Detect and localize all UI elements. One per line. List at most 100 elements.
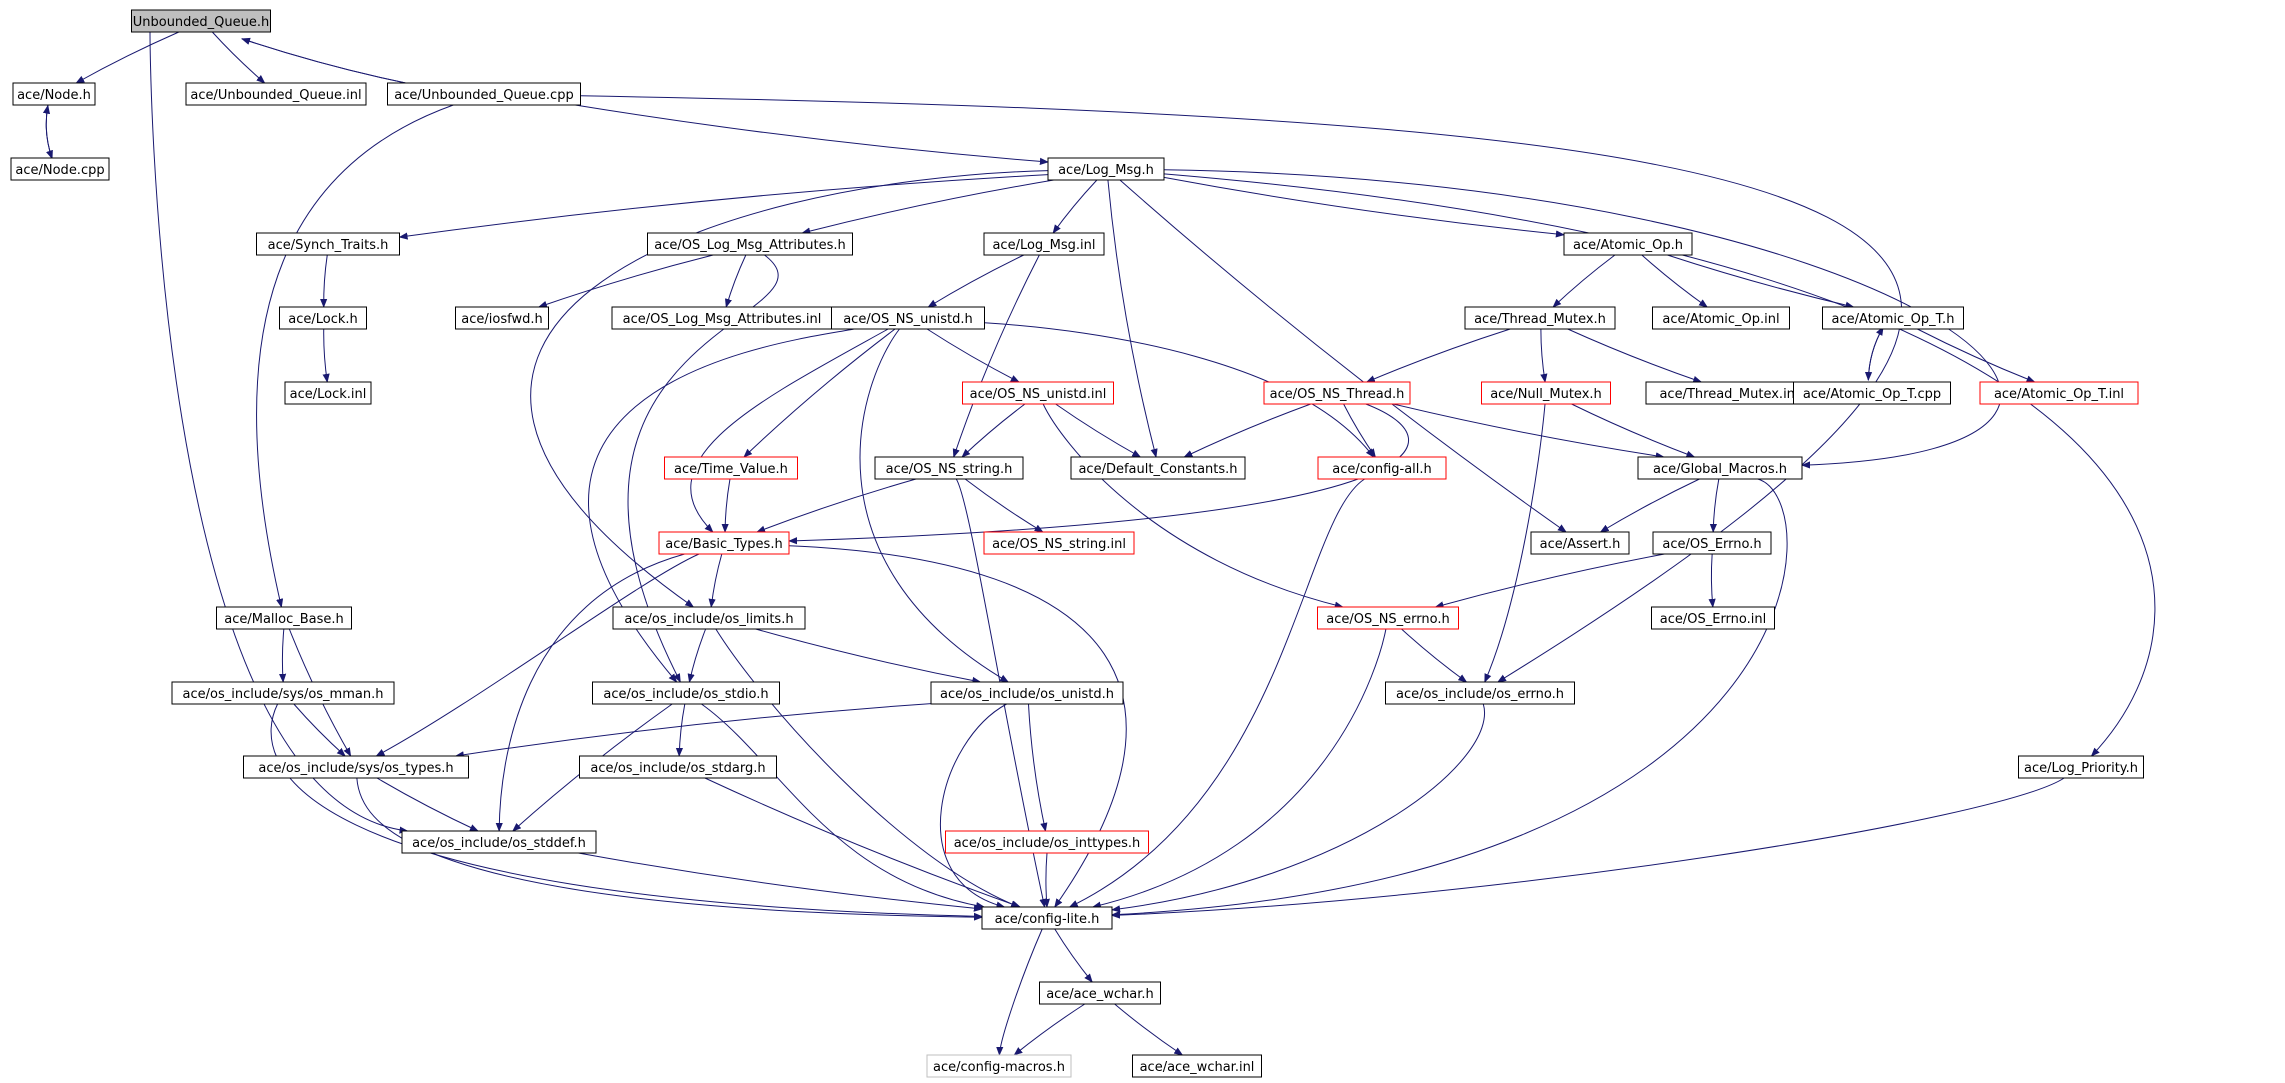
edge-os_log_msg_attributes_h-to-iosfwd_h <box>538 254 714 308</box>
node-unbounded-queue-h: Unbounded_Queue.h <box>131 9 271 33</box>
node-null-mutex-h[interactable]: ace/Null_Mutex.h <box>1481 381 1611 405</box>
node-atomic-op-t-h[interactable]: ace/Atomic_Op_T.h <box>1822 306 1964 330</box>
node-os-include-os-stdarg-h[interactable]: ace/os_include/os_stdarg.h <box>579 755 777 779</box>
node-iosfwd-h[interactable]: ace/iosfwd.h <box>455 306 549 330</box>
node-os-include-sys-os-mman-h[interactable]: ace/os_include/sys/os_mman.h <box>171 681 395 705</box>
edge-os_include_os_stdarg_h-to-config_lite_h <box>704 777 1021 908</box>
edge-atomic_op_h-to-atomic_op_t_h <box>1667 254 1855 309</box>
edge-basic_types_h-to-os_include_os_stddef_h <box>495 553 685 832</box>
node-label: ace/Atomic_Op_T.inl <box>1994 387 2124 402</box>
node-config-all-h[interactable]: ace/config-all.h <box>1317 456 1447 480</box>
node-os-ns-string-inl[interactable]: ace/OS_NS_string.inl <box>983 531 1135 555</box>
node-box <box>131 9 271 33</box>
node-log-msg-inl[interactable]: ace/Log_Msg.inl <box>983 232 1105 256</box>
node-os-include-os-unistd-h[interactable]: ace/os_include/os_unistd.h <box>930 681 1124 705</box>
edge-atomic_op_h-to-thread_mutex_h <box>1552 254 1616 308</box>
node-os-ns-string-h[interactable]: ace/OS_NS_string.h <box>874 456 1024 480</box>
node-unbounded-queue-inl[interactable]: ace/Unbounded_Queue.inl <box>185 82 367 106</box>
node-os-include-os-stdio-h[interactable]: ace/os_include/os_stdio.h <box>592 681 780 705</box>
node-os-include-os-limits-h[interactable]: ace/os_include/os_limits.h <box>612 606 806 630</box>
node-default-constants-h[interactable]: ace/Default_Constants.h <box>1070 456 1246 480</box>
node-thread-mutex-h[interactable]: ace/Thread_Mutex.h <box>1464 306 1616 330</box>
edge-global_macros_h-to-os_errno_h <box>1709 478 1720 533</box>
edge-os_ns_string_h-to-os_ns_string_inl <box>964 478 1044 533</box>
node-os-errno-h[interactable]: ace/OS_Errno.h <box>1652 531 1772 555</box>
node-label: Unbounded_Queue.h <box>133 15 270 30</box>
node-box <box>1039 981 1161 1005</box>
node-thread-mutex-inl[interactable]: ace/Thread_Mutex.inl <box>1645 381 1813 405</box>
node-os-ns-unistd-h[interactable]: ace/OS_NS_unistd.h <box>831 306 985 330</box>
node-box <box>455 306 549 330</box>
node-label: ace/Thread_Mutex.inl <box>1659 387 1798 402</box>
edge-os_ns_unistd_h-to-os_include_os_unistd_h <box>859 328 1010 683</box>
node-lock-h[interactable]: ace/Lock.h <box>279 306 367 330</box>
node-os-ns-thread-h[interactable]: ace/OS_NS_Thread.h <box>1263 381 1411 405</box>
node-ace-wchar-inl[interactable]: ace/ace_wchar.inl <box>1132 1054 1262 1078</box>
node-box <box>185 82 367 106</box>
node-atomic-op-t-inl[interactable]: ace/Atomic_Op_T.inl <box>1979 381 2139 405</box>
node-box <box>945 830 1149 854</box>
edge-os_include_os_limits_h-to-config_lite_h <box>715 628 1020 908</box>
node-config-macros-h[interactable]: ace/config-macros.h <box>926 1054 1072 1078</box>
node-box <box>1652 531 1772 555</box>
node-os-include-os-errno-h[interactable]: ace/os_include/os_errno.h <box>1385 681 1575 705</box>
node-box <box>930 681 1124 705</box>
node-node-h[interactable]: ace/Node.h <box>12 82 96 106</box>
node-label: ace/Assert.h <box>1540 537 1621 552</box>
node-assert-h[interactable]: ace/Assert.h <box>1530 531 1630 555</box>
edge-os_include_os_unistd_h-to-os_include_os_inttypes_h <box>1027 703 1048 832</box>
node-label: ace/Synch_Traits.h <box>268 238 389 253</box>
node-log-priority-h[interactable]: ace/Log_Priority.h <box>2018 755 2144 779</box>
node-label: ace/Atomic_Op_T.h <box>1832 312 1955 327</box>
node-box <box>1530 531 1630 555</box>
node-label: ace/OS_Log_Msg_Attributes.inl <box>623 312 822 327</box>
edge-os_ns_string_h-to-config_lite_h <box>955 478 1047 908</box>
node-label: ace/Default_Constants.h <box>1078 462 1237 477</box>
node-os-log-msg-attributes-inl[interactable]: ace/OS_Log_Msg_Attributes.inl <box>611 306 833 330</box>
edge-unbounded_queue_cpp-to-unbounded_queue_h <box>241 37 440 91</box>
node-label: ace/config-lite.h <box>995 912 1100 927</box>
node-label: ace/OS_NS_errno.h <box>1326 612 1450 627</box>
node-box <box>579 755 777 779</box>
node-os-ns-unistd-inl[interactable]: ace/OS_NS_unistd.inl <box>962 381 1114 405</box>
edge-unbounded_queue_h-to-unbounded_queue_inl <box>211 31 266 84</box>
edge-config_all_h-to-config_lite_h <box>1068 478 1365 908</box>
node-malloc-base-h[interactable]: ace/Malloc_Base.h <box>216 606 352 630</box>
node-time-value-h[interactable]: ace/Time_Value.h <box>664 456 798 480</box>
node-os-include-os-stddef-h[interactable]: ace/os_include/os_stddef.h <box>401 830 597 854</box>
node-label: ace/Atomic_Op.h <box>1573 238 1683 253</box>
node-os-include-sys-os-types-h[interactable]: ace/os_include/sys/os_types.h <box>243 755 469 779</box>
node-atomic-op-h[interactable]: ace/Atomic_Op.h <box>1563 232 1693 256</box>
node-atomic-op-inl[interactable]: ace/Atomic_Op.inl <box>1652 306 1790 330</box>
node-label: ace/os_include/os_stdarg.h <box>590 761 765 776</box>
node-label: ace/os_include/os_stdio.h <box>603 687 768 702</box>
node-os-errno-inl[interactable]: ace/OS_Errno.inl <box>1651 606 1775 630</box>
node-node-cpp[interactable]: ace/Node.cpp <box>10 157 110 181</box>
node-synch-traits-h[interactable]: ace/Synch_Traits.h <box>256 232 400 256</box>
edge-log_priority_h-to-config_lite_h <box>1111 777 2065 919</box>
node-log-msg-h[interactable]: ace/Log_Msg.h <box>1047 157 1165 181</box>
edge-os_log_msg_attributes_h-to-os_log_msg_attributes_inl <box>724 254 747 308</box>
edge-ace_wchar_h-to-config_macros_h <box>1013 1003 1086 1056</box>
node-global-macros-h[interactable]: ace/Global_Macros.h <box>1637 456 1803 480</box>
node-os-ns-errno-h[interactable]: ace/OS_NS_errno.h <box>1317 606 1459 630</box>
node-basic-types-h[interactable]: ace/Basic_Types.h <box>658 531 790 555</box>
edge-os_errno_h-to-os_ns_errno_h <box>1434 553 1665 609</box>
edge-os_ns_unistd_inl-to-default_constants_h <box>1055 403 1142 458</box>
node-lock-inl[interactable]: ace/Lock.inl <box>284 381 372 405</box>
edge-lock_h-to-lock_inl <box>322 328 330 383</box>
edge-os_include_os_inttypes_h-to-config_lite_h <box>1042 852 1050 908</box>
node-label: ace/Basic_Types.h <box>665 537 782 552</box>
edge-thread_mutex_h-to-null_mutex_h <box>1540 328 1548 383</box>
node-config-lite-h[interactable]: ace/config-lite.h <box>981 906 1113 930</box>
node-label: ace/OS_NS_unistd.h <box>843 312 973 327</box>
node-ace-wchar-h[interactable]: ace/ace_wchar.h <box>1039 981 1161 1005</box>
node-box <box>1563 232 1693 256</box>
node-box <box>658 531 790 555</box>
node-atomic-op-t-cpp[interactable]: ace/Atomic_Op_T.cpp <box>1793 381 1951 405</box>
node-unbounded-queue-cpp[interactable]: ace/Unbounded_Queue.cpp <box>387 82 581 106</box>
node-os-log-msg-attributes-h[interactable]: ace/OS_Log_Msg_Attributes.h <box>647 232 853 256</box>
node-os-include-os-inttypes-h[interactable]: ace/os_include/os_inttypes.h <box>945 830 1149 854</box>
edge-log_msg_inl-to-os_ns_unistd_h <box>927 254 1024 308</box>
